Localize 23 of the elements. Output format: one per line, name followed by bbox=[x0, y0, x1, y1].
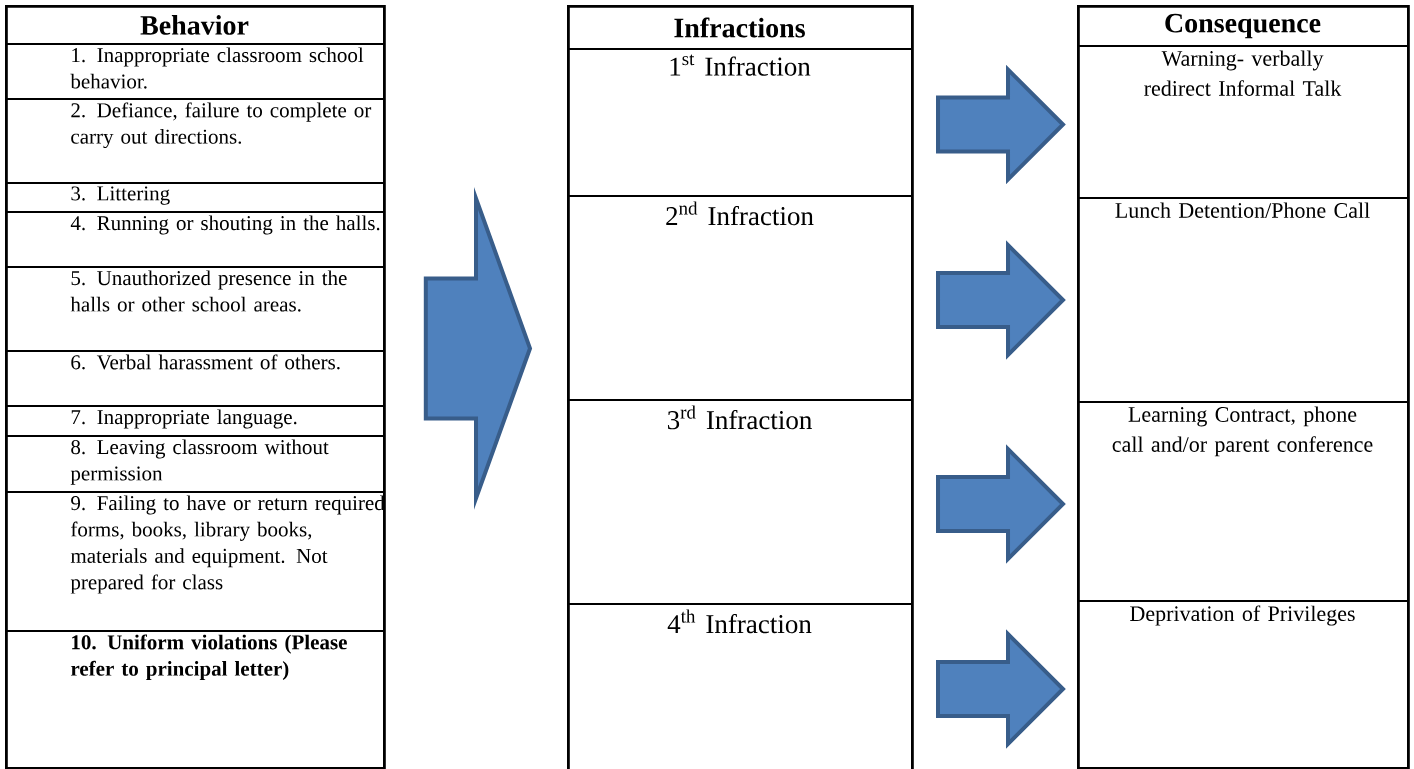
table-cell: 3. Littering bbox=[5, 182, 385, 213]
table-cell: 3$^{rd}$ Infraction bbox=[567, 399, 913, 605]
block-arrow bbox=[936, 444, 1066, 564]
table-cell: 1. Inappropriate classroom school behavior. bbox=[5, 43, 385, 100]
table-cell: 8. Leaving classroom without permission bbox=[5, 435, 385, 493]
table-cell: 10. Uniform violations (Please refer to principal letter) bbox=[5, 630, 385, 769]
block-arrow bbox=[936, 64, 1066, 185]
table-cell: Lunch Detention/Phone Call bbox=[1077, 197, 1409, 403]
table-cell: 2. Defiance, failure to complete or carry out directions. bbox=[5, 98, 385, 184]
table-cell: 7. Inappropriate language. bbox=[5, 405, 385, 437]
table-cell: 1$^{st}$ Infraction bbox=[567, 48, 913, 197]
table-cell: 6. Verbal harassment of others. bbox=[5, 350, 385, 407]
table-cell: Learning Contract, phone call and/or parent conference bbox=[1077, 401, 1409, 602]
block-arrow bbox=[936, 629, 1066, 749]
table-cell: 4$^{th}$ Infraction bbox=[567, 603, 913, 769]
block-arrow bbox=[423, 186, 533, 510]
block-arrow bbox=[936, 240, 1066, 360]
table-cell: 2$^{nd}$ Infraction bbox=[567, 195, 913, 401]
table-cell: Deprivation of Privileges bbox=[1077, 600, 1409, 769]
table-cell: Warning- verbally redirect Informal Talk bbox=[1077, 45, 1409, 199]
table-cell: 4. Running or shouting in the halls. bbox=[5, 211, 385, 268]
table-cell: 5. Unauthorized presence in the halls or other school areas. bbox=[5, 266, 385, 352]
table-cell: 9. Failing to have or return required forms, books, library books, materials and equipment. Not prepared for class bbox=[5, 491, 385, 632]
